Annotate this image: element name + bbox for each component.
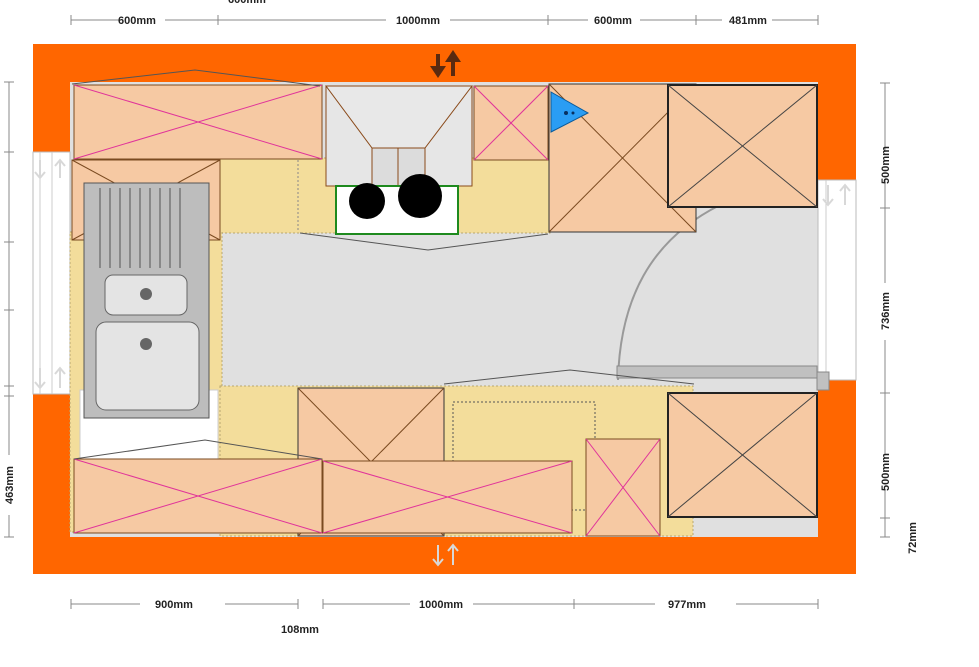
right-dimension-3: 500mm bbox=[880, 453, 892, 491]
hob[interactable] bbox=[335, 174, 459, 235]
wall-cabinet-bottom-left[interactable] bbox=[73, 458, 323, 534]
wall-cabinet-bottom-middle[interactable] bbox=[322, 460, 573, 534]
top-dimension-1: 600mm bbox=[118, 15, 156, 27]
door-panel[interactable] bbox=[616, 365, 818, 379]
left-dimension: 463mm bbox=[4, 466, 16, 504]
right-bottom-dimension: 72mm bbox=[907, 522, 919, 554]
sink-bowl-large bbox=[95, 321, 200, 411]
bottom-dimension-1: 900mm bbox=[155, 599, 193, 611]
bottom-sub-dimension: 108mm bbox=[281, 624, 319, 636]
top-dimension-4: 481mm bbox=[729, 15, 767, 27]
dimension-lines bbox=[4, 15, 890, 609]
top-cut-dimension: 600mm bbox=[228, 0, 266, 6]
sink[interactable] bbox=[83, 182, 210, 419]
wall-cabinet-bottom-small[interactable] bbox=[585, 438, 661, 537]
top-dimension-2: 1000mm bbox=[396, 15, 440, 27]
right-dimension-1: 500mm bbox=[880, 146, 892, 184]
bottom-dimension-3: 977mm bbox=[668, 599, 706, 611]
faint-arrows-icon bbox=[34, 158, 851, 567]
up-down-arrows-icon[interactable] bbox=[430, 50, 461, 78]
hob-burner-left bbox=[349, 183, 385, 219]
right-dimension-2: 736mm bbox=[880, 292, 892, 330]
hob-burner-right bbox=[398, 174, 442, 218]
top-dimension-3: 600mm bbox=[594, 15, 632, 27]
wall-cabinet-top-left[interactable] bbox=[73, 84, 323, 160]
water-tap-icon[interactable] bbox=[550, 91, 590, 133]
right-door-opening[interactable] bbox=[817, 179, 857, 381]
extractor-hood[interactable] bbox=[325, 85, 474, 187]
tall-cabinet-top-right[interactable] bbox=[667, 84, 818, 208]
bottom-dimension-2: 1000mm bbox=[419, 599, 463, 611]
tall-cabinet-bottom-right[interactable] bbox=[667, 392, 818, 518]
sink-drainer bbox=[99, 188, 181, 268]
wall-cabinet-top-small[interactable] bbox=[473, 85, 549, 161]
